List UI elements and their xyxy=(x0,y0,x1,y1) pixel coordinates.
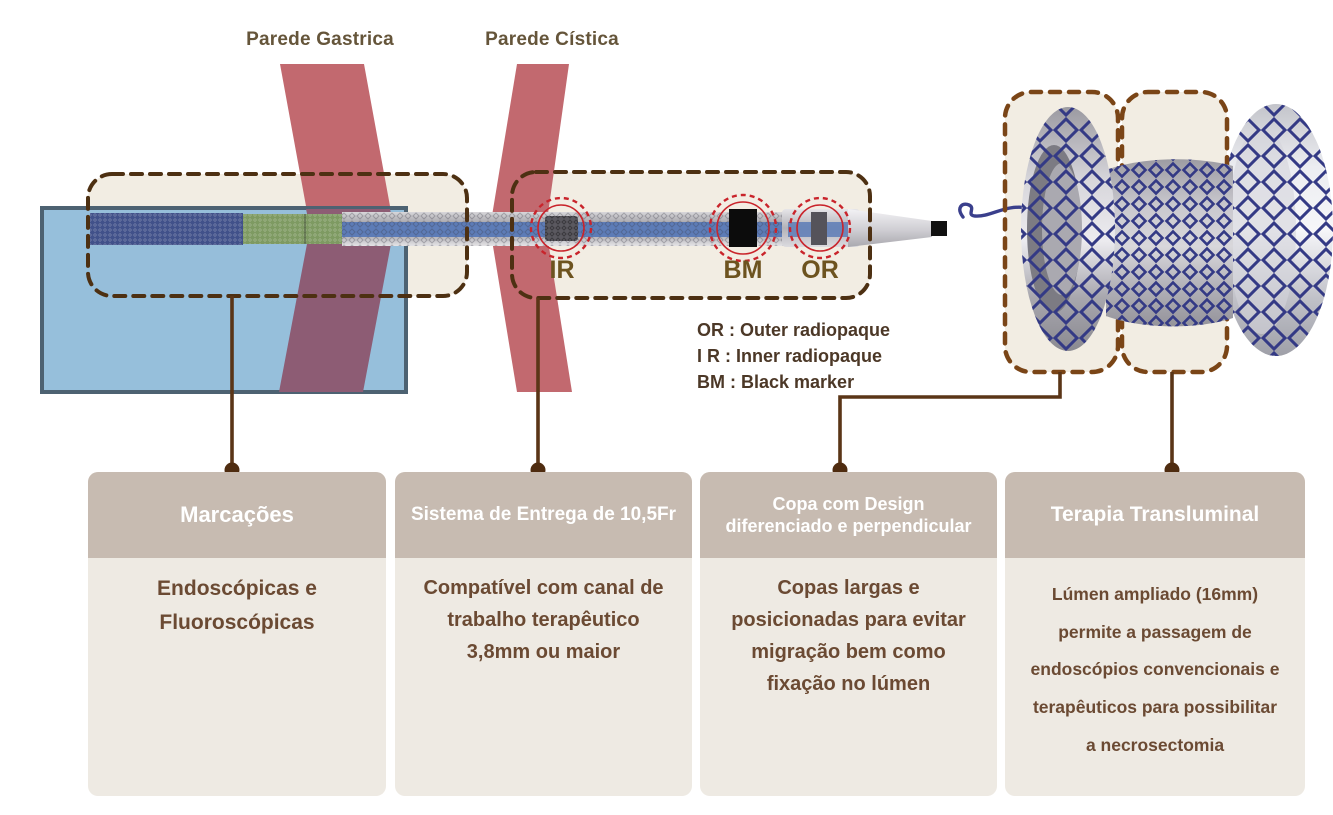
gastric-wall-shaded xyxy=(279,209,394,392)
card-transluminal-therapy-title: Terapia Transluminal xyxy=(1005,472,1305,558)
card-cup-design-body: Copas largas e posicionadas para evitar … xyxy=(731,577,966,695)
legend-line-ir: I R : Inner radiopaque xyxy=(697,346,883,366)
card-markings: Marcações Endoscópicas e Fluoroscópicas xyxy=(88,472,386,796)
stent-left-flange xyxy=(1021,107,1115,351)
card-delivery-system: Sistema de Entrega de 10,5Fr Compatível … xyxy=(395,472,692,796)
catheter-shaft xyxy=(90,209,947,247)
cystic-wall-label: Parede Cística xyxy=(485,29,619,50)
stent-saddle xyxy=(1106,159,1233,327)
stent xyxy=(1002,89,1333,375)
card-delivery-system-body: Compatível com canal de trabalho terapêu… xyxy=(423,577,664,663)
card-transluminal-therapy-body: Lúmen ampliado (16mm) permite a passagem… xyxy=(1030,584,1280,755)
or-marker xyxy=(811,212,827,245)
or-marker-label: OR xyxy=(801,256,839,284)
bm-marker xyxy=(729,209,757,247)
legend-line-or: OR : Outer radiopaque xyxy=(697,320,891,340)
catheter-tip xyxy=(931,221,947,236)
gastric-wall-shape xyxy=(279,64,394,392)
marker-legend: OR : Outer radiopaque I R : Inner radiop… xyxy=(697,317,890,395)
radiopaque-markers xyxy=(529,193,852,263)
legend-line-bm: BM : Black marker xyxy=(697,372,855,392)
card-cup-design: Copa com Design diferenciado e perpendic… xyxy=(700,472,997,796)
card-markings-body: Endoscópicas e Fluoroscópicas xyxy=(157,577,317,634)
card-transluminal-therapy: Terapia Transluminal Lúmen ampliado (16m… xyxy=(1005,472,1305,796)
card-delivery-system-title: Sistema de Entrega de 10,5Fr xyxy=(395,472,692,558)
highlight-panels xyxy=(88,92,1227,372)
gastric-wall-label: Parede Gastrica xyxy=(246,29,394,50)
cystic-wall-shape xyxy=(490,64,572,392)
card-cup-design-title: Copa com Design diferenciado e perpendic… xyxy=(700,472,997,558)
ir-marker xyxy=(545,216,578,241)
card-markings-title: Marcações xyxy=(88,472,386,558)
bm-marker-label: BM xyxy=(723,256,763,284)
stent-right-flange xyxy=(1219,104,1333,356)
ir-marker-label: IR xyxy=(549,256,575,284)
suture-thread xyxy=(958,202,1038,219)
dashed-stent-boxes xyxy=(1002,89,1230,375)
endoscopic-view-overlay xyxy=(40,206,408,394)
